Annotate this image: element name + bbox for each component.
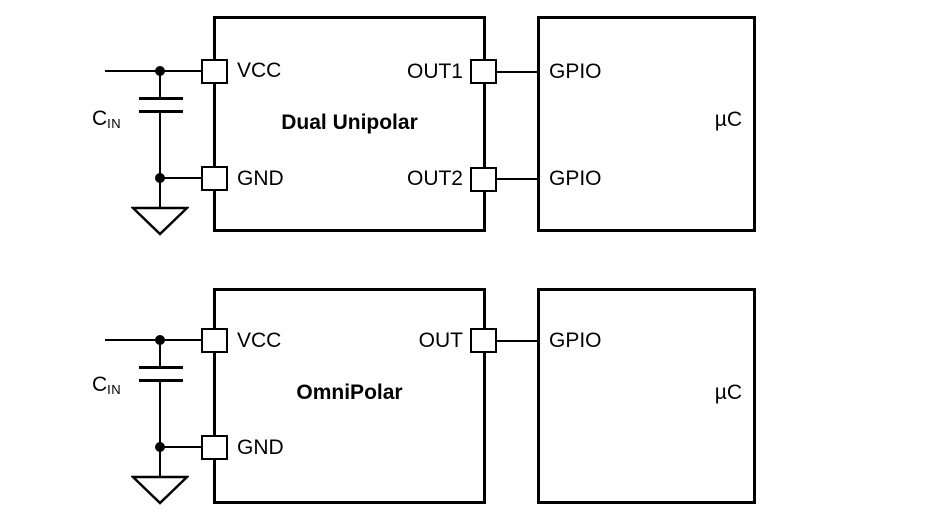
cin-subscript: IN xyxy=(107,382,122,397)
pin-out xyxy=(470,328,497,353)
gnd-pin-label: GND xyxy=(237,167,284,190)
wire xyxy=(496,340,538,342)
out-pin-label: OUT xyxy=(418,329,463,352)
ground-icon xyxy=(131,206,189,236)
vcc-pin-label: VCC xyxy=(237,59,282,82)
junction-dot xyxy=(155,66,165,76)
pin-vcc xyxy=(201,328,228,353)
capacitor-icon xyxy=(139,379,183,382)
junction-dot xyxy=(155,173,165,183)
pin-vcc xyxy=(201,59,228,84)
wire xyxy=(159,446,202,448)
wire xyxy=(496,71,538,73)
out2-pin-label: OUT2 xyxy=(406,167,463,190)
out1-pin-label: OUT1 xyxy=(406,60,463,83)
mcu-title: µC xyxy=(714,381,742,404)
pin-out1 xyxy=(470,59,497,84)
gpio-pin-label: GPIO xyxy=(549,167,602,190)
capacitor-icon xyxy=(139,366,183,369)
gpio-pin-label: GPIO xyxy=(549,60,602,83)
device-title: Dual Unipolar xyxy=(281,111,418,134)
pin-gnd xyxy=(201,166,228,191)
capacitor-icon xyxy=(139,110,183,113)
wire xyxy=(159,381,161,476)
device-title: OmniPolar xyxy=(296,381,403,404)
gnd-pin-label: GND xyxy=(237,436,284,459)
pin-out2 xyxy=(470,167,497,192)
junction-dot xyxy=(155,442,165,452)
ground-icon xyxy=(131,475,189,505)
wire xyxy=(159,112,161,207)
vcc-pin-label: VCC xyxy=(237,329,282,352)
device-box xyxy=(213,288,486,504)
gpio-pin-label: GPIO xyxy=(549,329,602,352)
wire xyxy=(105,339,202,341)
wire xyxy=(159,340,161,367)
capacitor-icon xyxy=(139,97,183,100)
pin-gnd xyxy=(201,435,228,460)
wire xyxy=(159,177,202,179)
mcu-box xyxy=(537,288,756,504)
cin-label: CIN xyxy=(92,107,122,132)
cin-subscript: IN xyxy=(107,116,122,131)
wire xyxy=(496,178,538,180)
mcu-title: µC xyxy=(714,108,742,131)
device-box xyxy=(213,16,486,232)
wire xyxy=(159,71,161,98)
cin-label: CIN xyxy=(92,373,122,398)
wire xyxy=(105,70,202,72)
junction-dot xyxy=(155,335,165,345)
mcu-box xyxy=(537,16,756,232)
